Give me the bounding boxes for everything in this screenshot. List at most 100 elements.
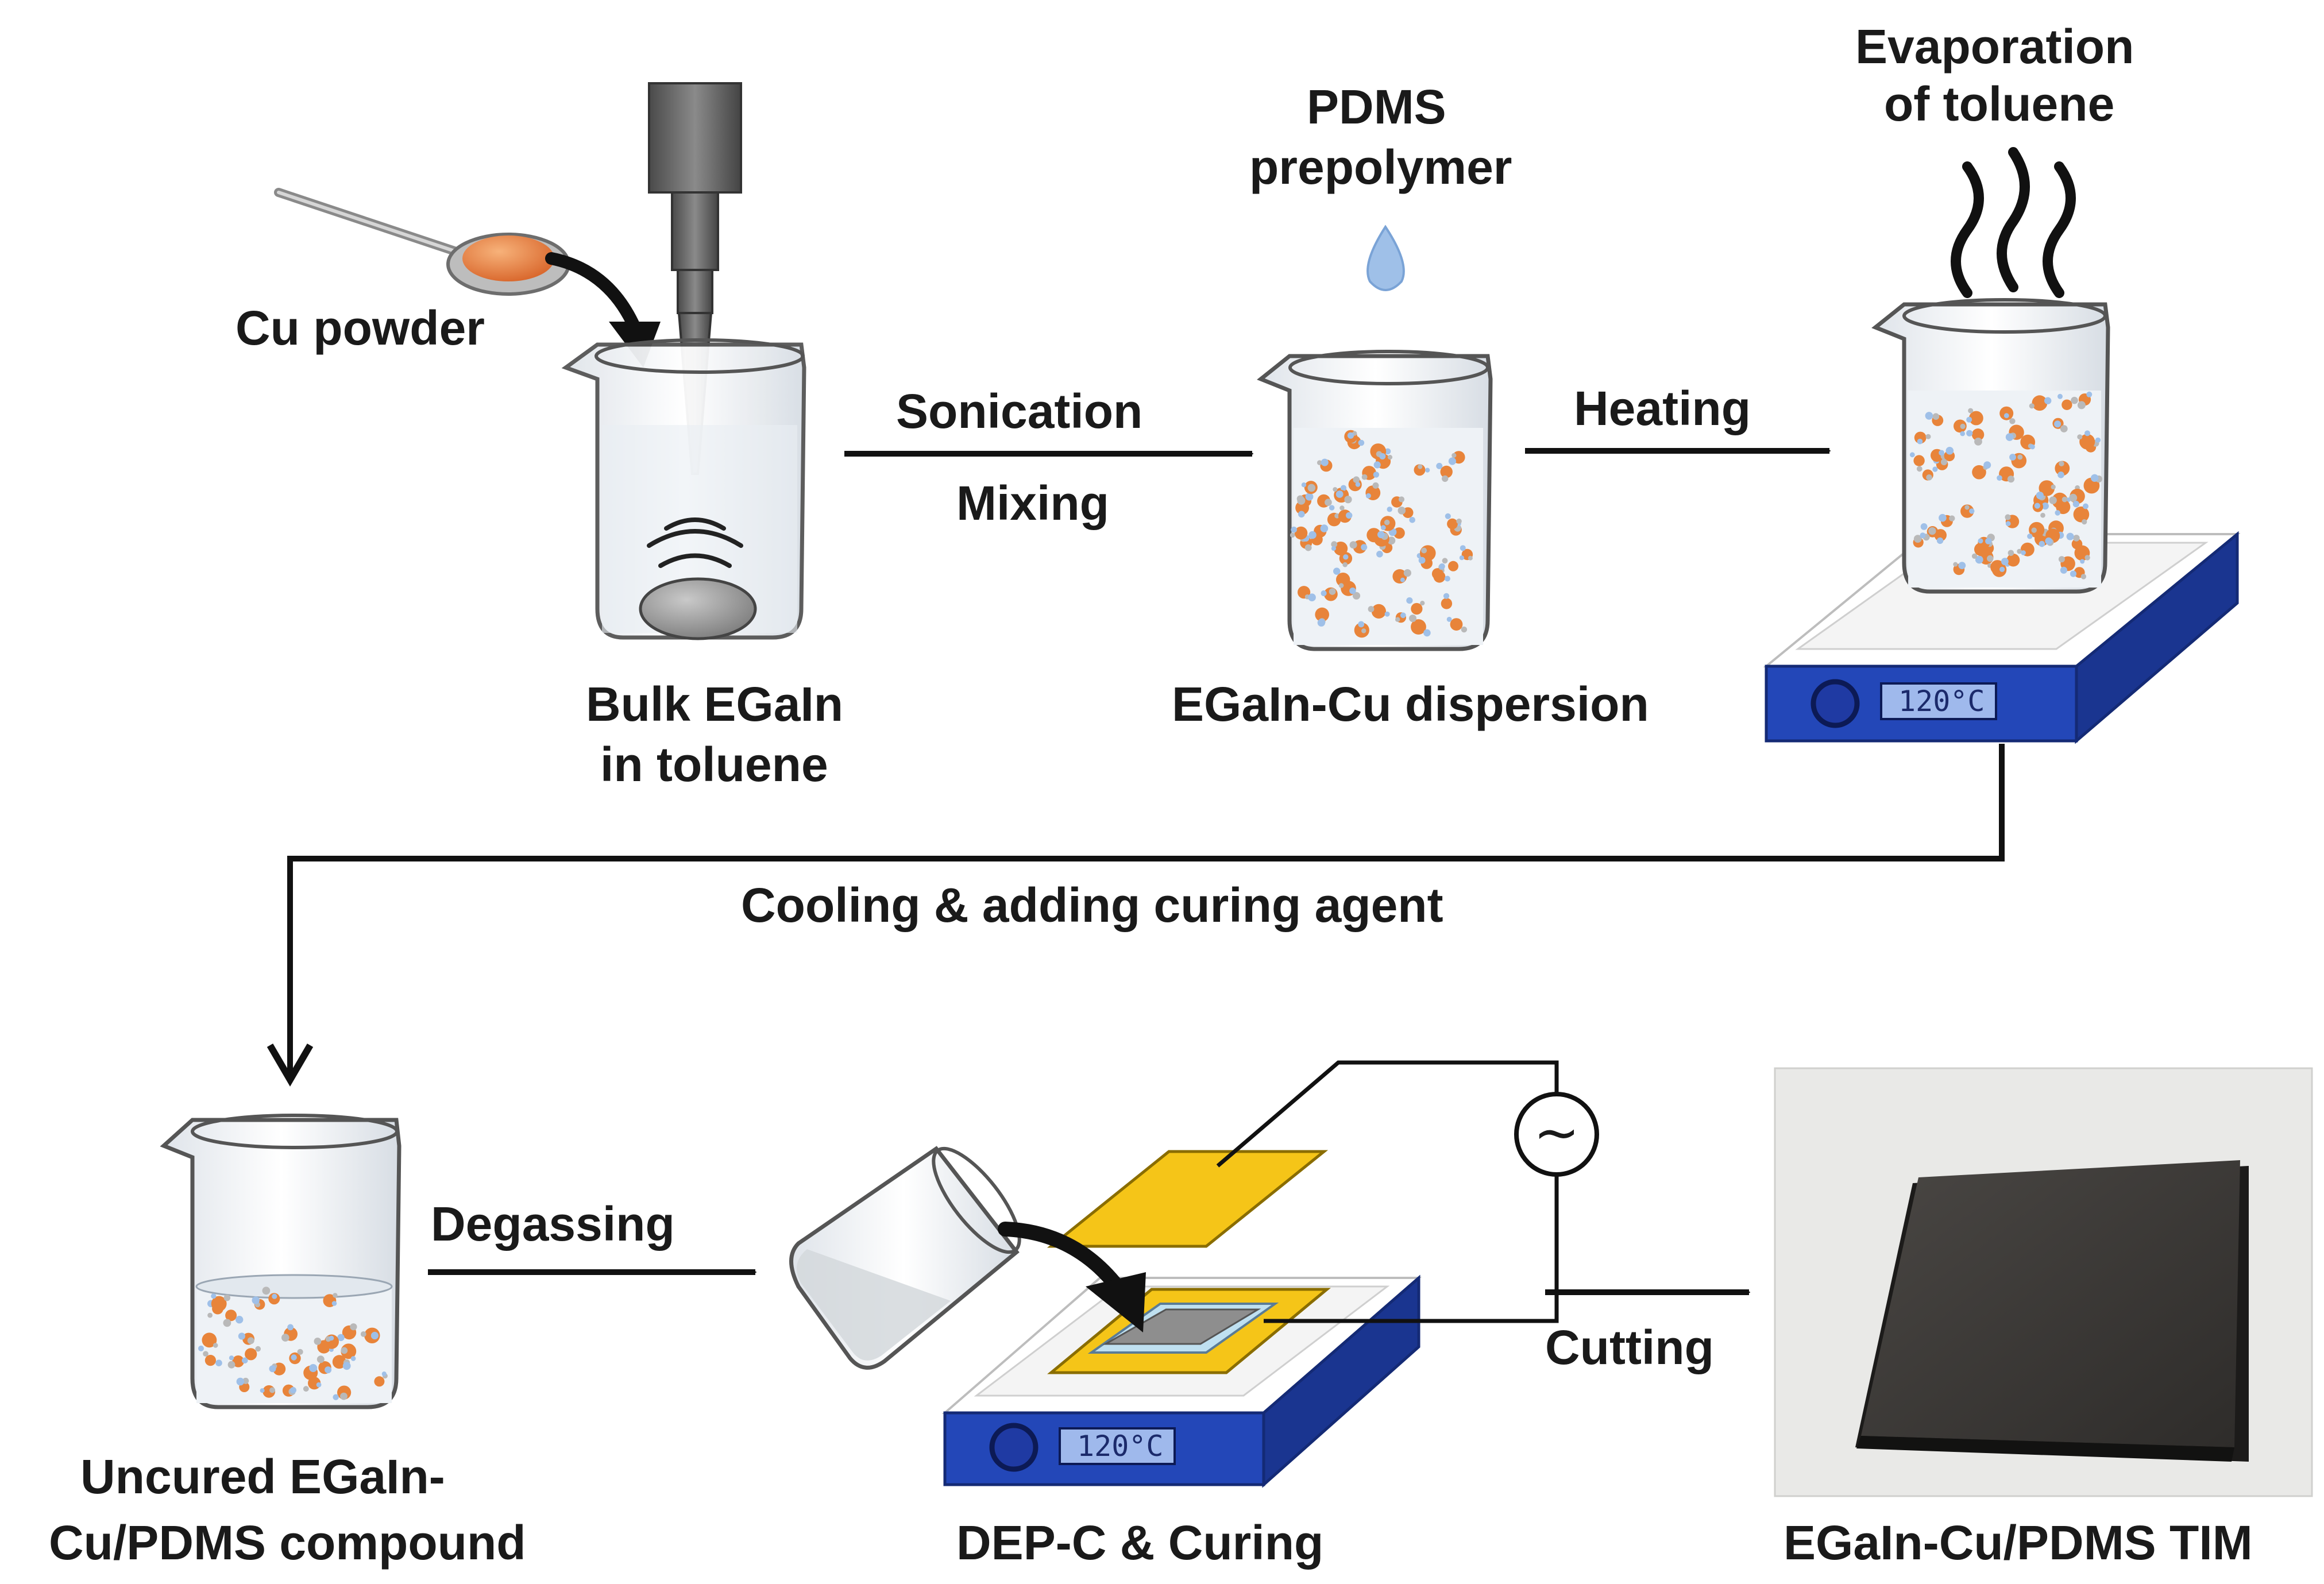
solvent-bubble — [1978, 538, 1983, 544]
egain-droplet — [1304, 544, 1312, 551]
solvent-bubble — [1333, 567, 1341, 575]
cu-particle — [1448, 561, 1458, 571]
solvent-bubble — [2021, 550, 2026, 555]
solvent-bubble — [1349, 587, 1356, 594]
hotplate-2-knob-icon — [989, 1423, 1039, 1472]
egain-droplet — [2062, 496, 2068, 503]
egain-droplet — [2017, 454, 2023, 460]
egain-droplet — [1307, 484, 1316, 492]
hotplate-2-display — [1059, 1427, 1176, 1465]
cu-particle — [1913, 455, 1925, 466]
solvent-bubble — [381, 1371, 387, 1377]
solvent-bubble — [252, 1296, 260, 1304]
solvent-bubble — [1443, 593, 1450, 599]
solvent-bubble — [1958, 562, 1966, 569]
cu-particle — [1447, 518, 1458, 530]
ultrasound-waves-icon — [647, 517, 743, 568]
cu-particle — [2032, 395, 2048, 411]
cu-particle — [2073, 506, 2090, 523]
solvent-bubble — [309, 1364, 318, 1372]
egain-droplet — [2060, 425, 2068, 432]
egain-droplet — [2082, 519, 2087, 525]
egain-droplet — [1387, 455, 1393, 460]
solvent-bubble — [2036, 492, 2044, 500]
solvent-bubble — [1317, 619, 1326, 627]
pdms-label-line2: prepolymer — [1249, 140, 1512, 194]
beaker-heating — [1871, 298, 2110, 594]
solvent-bubble — [1346, 512, 1353, 519]
egain-droplet — [1344, 496, 1352, 504]
solvent-bubble — [1361, 544, 1368, 551]
cu-particle — [374, 1376, 385, 1387]
solvent-bubble — [1409, 517, 1415, 523]
egain-droplet — [1325, 499, 1332, 506]
cu-particle — [2006, 553, 2020, 567]
egain-droplet — [223, 1319, 231, 1327]
solvent-bubble — [1321, 590, 1327, 597]
egain-droplet — [2005, 514, 2011, 520]
cu-particle — [1294, 526, 1308, 540]
solvent-bubble — [1966, 430, 1973, 436]
solvent-bubble — [1445, 513, 1451, 519]
bottom-electrode — [1047, 1288, 1331, 1374]
solvent-bubble — [236, 1377, 245, 1386]
solvent-bubble — [370, 1331, 379, 1340]
egain-droplet — [207, 1312, 213, 1318]
solvent-bubble — [1380, 525, 1386, 531]
cu-particle — [1954, 419, 1967, 433]
beaker-egain-cu-dispersion — [1257, 350, 1493, 651]
solvent-bubble — [1377, 531, 1385, 539]
solvent-bubble — [1308, 531, 1317, 539]
spoon-icon — [274, 188, 570, 296]
cu-particle — [202, 1332, 217, 1348]
solvent-bubble — [1920, 523, 1928, 530]
pour-arrowhead — [1086, 1272, 1146, 1332]
solvent-bubble — [1960, 431, 1965, 436]
sonication-label: Sonication — [896, 384, 1142, 438]
solvent-bubble — [2060, 566, 2067, 574]
solvent-bubble — [1460, 545, 1466, 551]
egain-droplet — [1372, 482, 1379, 489]
solvent-bubble — [1997, 475, 2002, 481]
solvent-bubble — [2072, 500, 2080, 508]
egain-droplet — [1932, 413, 1940, 420]
cu-particle — [1411, 602, 1423, 615]
solvent-bubble — [1335, 490, 1344, 498]
egain-droplet — [2073, 535, 2080, 542]
solvent-bubble — [337, 1334, 345, 1342]
cu-particle — [2071, 538, 2083, 550]
egain-droplet — [1398, 496, 1405, 503]
egain-droplet — [350, 1323, 357, 1331]
solvent-bubble — [287, 1324, 294, 1331]
solvent-bubble — [2054, 420, 2062, 428]
solvent-bubble — [1418, 557, 1426, 564]
egain-droplet — [1398, 507, 1406, 515]
solvent-bubble — [1969, 508, 1975, 514]
solvent-bubble — [1400, 577, 1405, 582]
solvent-bubble — [2070, 570, 2077, 577]
solvent-bubble — [2091, 474, 2099, 482]
solvent-bubble — [1340, 485, 1347, 491]
solvent-bubble — [1917, 438, 1923, 445]
cu-particle — [1971, 428, 1985, 441]
cu-particle — [1295, 501, 1310, 515]
egain-droplet — [1317, 460, 1322, 465]
solvent-bubble — [238, 1332, 245, 1340]
solvent-bubble — [2044, 397, 2052, 404]
egain-droplet — [360, 1331, 366, 1337]
egain-droplet — [2007, 476, 2015, 483]
solvent-bubble — [1308, 593, 1316, 601]
pour-arrow — [998, 1222, 1125, 1294]
egain-droplet — [227, 1361, 236, 1369]
mixing-label: Mixing — [956, 476, 1109, 530]
solvent-bubble — [2084, 430, 2090, 436]
solvent-bubble — [1999, 566, 2005, 573]
solvent-bubble — [2001, 558, 2009, 566]
dep-curing-label: DEP-C & Curing — [956, 1516, 1323, 1570]
tim-label: EGaIn-Cu/PDMS TIM — [1783, 1516, 2253, 1570]
hotplate-1-display-text: 120°C — [1898, 685, 1985, 718]
egain-droplet — [2008, 550, 2014, 557]
solvent-bubble — [2039, 540, 2045, 547]
solvent-bubble — [1358, 439, 1365, 446]
cu-particle — [1431, 568, 1443, 580]
